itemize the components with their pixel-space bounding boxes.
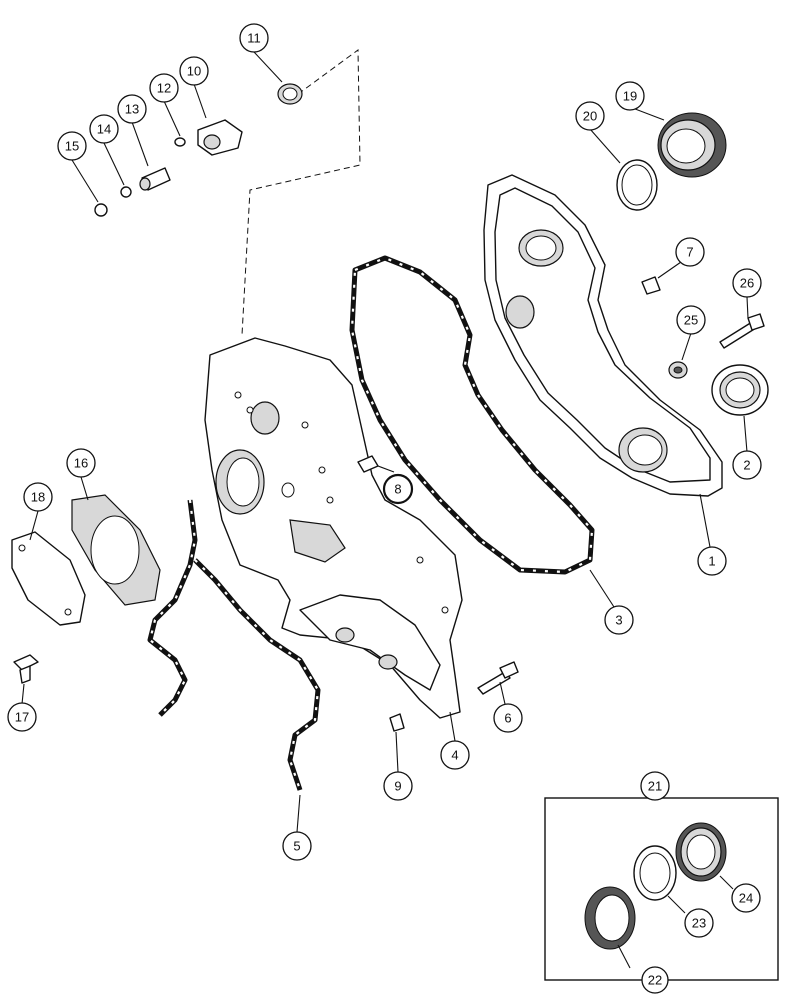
svg-text:17: 17	[15, 710, 29, 725]
svg-text:22: 22	[648, 973, 662, 988]
front-cover	[483, 174, 723, 497]
callout-17: 17	[7, 702, 37, 732]
callout-23: 23	[684, 908, 714, 938]
leader-lines	[21, 51, 749, 969]
svg-text:13: 13	[125, 102, 139, 117]
svg-text:25: 25	[684, 313, 698, 328]
screw-12	[174, 137, 186, 147]
callout-6: 6	[493, 703, 523, 733]
housing-gasket	[147, 499, 321, 791]
cover-gasket	[349, 255, 595, 575]
callout-26: 26	[732, 268, 762, 298]
sleeve-20	[616, 159, 658, 211]
adapter-gasket	[71, 494, 161, 606]
svg-text:6: 6	[504, 711, 511, 726]
svg-text:4: 4	[451, 748, 458, 763]
kit-sleeve-23	[633, 845, 677, 901]
callout-24: 24	[731, 883, 761, 913]
callout-15: 15	[57, 131, 87, 161]
callout-14: 14	[89, 114, 119, 144]
callout-22: 22	[641, 966, 669, 994]
seal-11	[277, 83, 303, 105]
svg-text:26: 26	[740, 276, 754, 291]
callout-4: 4	[440, 740, 470, 770]
callout-2: 2	[732, 450, 762, 480]
seal-19	[657, 112, 727, 178]
kit-seal-24	[675, 822, 727, 882]
svg-text:19: 19	[623, 89, 637, 104]
callout-10: 10	[179, 56, 209, 86]
svg-text:20: 20	[583, 109, 597, 124]
svg-text:14: 14	[97, 122, 111, 137]
svg-text:2: 2	[743, 458, 750, 473]
svg-text:18: 18	[31, 490, 45, 505]
callout-20: 20	[575, 101, 605, 131]
callout-8: 8	[382, 473, 414, 505]
gear-housing	[204, 337, 463, 719]
plug-25	[668, 361, 688, 379]
svg-text:8: 8	[394, 482, 401, 497]
dowel-9	[389, 713, 405, 732]
svg-text:3: 3	[615, 613, 622, 628]
callout-1: 1	[697, 546, 727, 576]
callout-13: 13	[117, 94, 147, 124]
callout-18: 18	[23, 482, 53, 512]
cover-plate	[11, 531, 86, 626]
callout-9: 9	[383, 771, 413, 801]
callout-21: 21	[640, 771, 670, 801]
bolt-17	[13, 654, 39, 684]
svg-text:12: 12	[157, 81, 171, 96]
seal-2	[711, 364, 769, 416]
svg-text:11: 11	[247, 31, 261, 46]
callout-5: 5	[282, 831, 312, 861]
callout-7: 7	[675, 237, 705, 267]
bolt-7	[641, 276, 661, 295]
callout-25: 25	[676, 305, 706, 335]
svg-text:21: 21	[648, 779, 662, 794]
svg-text:10: 10	[187, 64, 201, 79]
svg-text:7: 7	[686, 245, 693, 260]
svg-text:15: 15	[65, 139, 79, 154]
alignment-dashed-line	[241, 49, 361, 336]
svg-text:5: 5	[293, 839, 300, 854]
svg-text:24: 24	[739, 891, 753, 906]
callout-16: 16	[66, 448, 96, 478]
kit-seal-22	[584, 886, 636, 950]
fitting-13	[139, 167, 171, 191]
svg-text:23: 23	[692, 916, 706, 931]
svg-text:16: 16	[74, 456, 88, 471]
svg-text:9: 9	[394, 779, 401, 794]
bolt-26	[719, 313, 765, 349]
washer-15	[94, 203, 108, 217]
washer-14	[120, 186, 132, 198]
callout-12: 12	[149, 73, 179, 103]
callout-19: 19	[615, 81, 645, 111]
bolt-6	[477, 661, 519, 695]
callout-3: 3	[604, 605, 634, 635]
flange-10	[197, 119, 243, 156]
svg-text:1: 1	[708, 554, 715, 569]
callout-11: 11	[239, 23, 269, 53]
